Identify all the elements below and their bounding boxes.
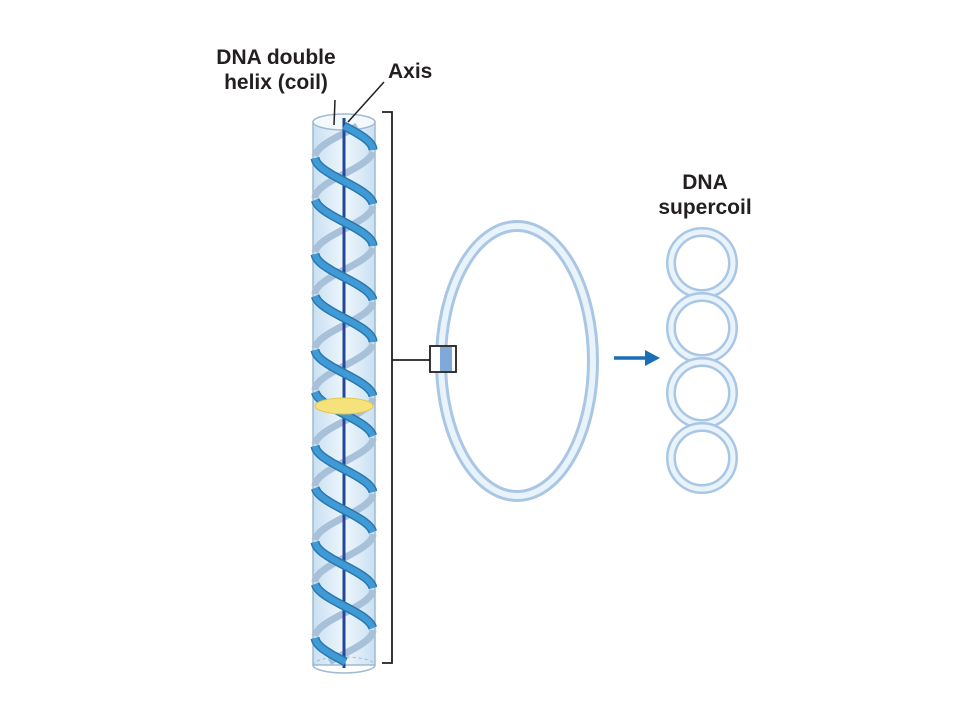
helix-strand-front-2 [312, 445, 376, 493]
helix-strand-back-1 [311, 150, 377, 199]
helix-strand-front-2 [312, 541, 376, 589]
arrow-icon [614, 350, 660, 366]
circular-dna-ring [435, 220, 599, 502]
helix-label-line1: DNA double [216, 46, 336, 69]
helix-strand-front-2 [312, 157, 376, 205]
supercoil-loop-2-inner [668, 294, 736, 362]
helix-label-line2: helix (coil) [224, 71, 328, 94]
supercoil-label: DNA supercoil [655, 170, 755, 220]
supercoil-loop-1-inner [668, 229, 736, 297]
helix-strand-front-2 [312, 349, 376, 397]
supercoil-label-line2: supercoil [658, 196, 752, 219]
helix-strand-front-2 [312, 253, 376, 301]
helix-label: DNA double helix (coil) [196, 45, 356, 95]
supercoil-loop-4-inner [668, 424, 736, 492]
supercoil-label-line1: DNA [682, 171, 728, 194]
helix-strand-front-1 [312, 198, 376, 247]
helix-strand-front-2 [312, 637, 347, 665]
helix-strand-front-1 [312, 486, 376, 534]
supercoil-loop-3-inner [668, 359, 736, 427]
zoom-box [429, 345, 457, 373]
base-pair-marker [314, 397, 374, 415]
helix-front-strands [310, 122, 378, 666]
axis-leader-line [347, 81, 385, 123]
helix-strand-back-1 [311, 246, 377, 295]
helix-strand-front-1 [312, 582, 376, 630]
helix-strand-back-1 [311, 342, 377, 391]
helix-strand-front-1 [312, 294, 376, 343]
helix-leader-line [333, 99, 336, 126]
helix-strand-front-1 [342, 123, 376, 151]
dna-supercoil-shape [666, 227, 738, 494]
bracket [382, 111, 430, 664]
axis-label: Axis [388, 60, 433, 83]
